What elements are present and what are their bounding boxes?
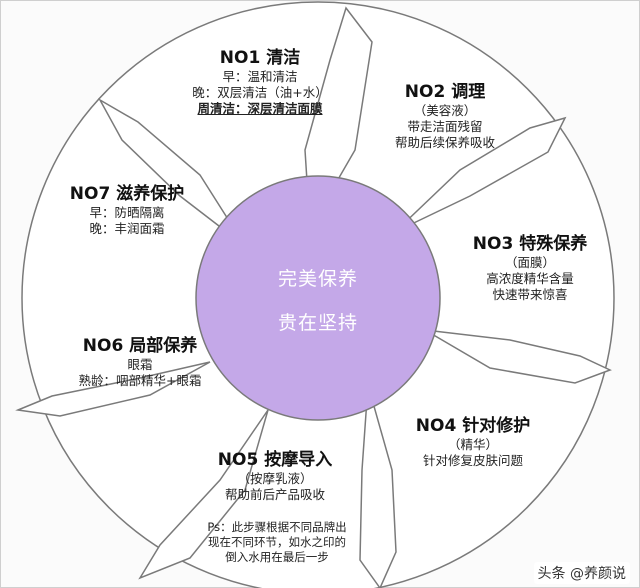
note-line-3: 倒入水用在最后一步 xyxy=(225,549,329,564)
step-1-line-1: 早：温和清洁 xyxy=(222,69,298,85)
step-5-title: NO5 按摩导入 xyxy=(217,450,333,470)
step-3-block: NO3 特殊保养 （面膜） 高浓度精华含量 快速带来惊喜 xyxy=(450,234,610,302)
step-4-title: NO4 针对修护 xyxy=(415,416,531,436)
step-6-line-2: 熟龄：咽部精华+眼霜 xyxy=(78,372,202,388)
step-7-line-1: 早：防晒隔离 xyxy=(89,205,165,221)
step-note: Ps：此步骤根据不同品牌出 现在不同环节，如水之印的 倒入水用在最后一步 xyxy=(192,520,362,565)
center-line-2: 贵在坚持 xyxy=(277,312,358,334)
step-4-line-2: 针对修复皮肤问题 xyxy=(422,452,523,468)
step-5-block: NO5 按摩导入 （按摩乳液） 帮助前后产品吸收 xyxy=(200,450,350,503)
step-5-line-2: 帮助前后产品吸收 xyxy=(224,486,325,502)
step-6-title: NO6 局部保养 xyxy=(82,336,198,356)
step-4-line-1: （精华） xyxy=(447,437,498,453)
step-2-title: NO2 调理 xyxy=(404,82,486,102)
step-6-block: NO6 局部保养 眼霜 熟龄：咽部精华+眼霜 xyxy=(60,336,220,389)
center-circle xyxy=(195,175,441,421)
watermark: 头条 @养颜说 xyxy=(533,562,630,584)
step-1-title: NO1 清洁 xyxy=(219,48,301,68)
step-3-line-3: 快速带来惊喜 xyxy=(492,286,568,302)
step-1-block: NO1 清洁 早：温和清洁 晚：双层清洁（油+水） 周清洁：深层清洁面膜 xyxy=(150,48,370,116)
step-5-line-1: （按摩乳液） xyxy=(237,471,313,487)
step-7-line-2: 晚：丰润面霜 xyxy=(89,220,165,236)
step-4-block: NO4 针对修护 （精华） 针对修复皮肤问题 xyxy=(398,416,548,469)
step-7-title: NO7 滋养保护 xyxy=(69,184,185,204)
divider-6-7 xyxy=(15,361,211,417)
step-2-line-2: 带走洁面残留 xyxy=(407,118,483,134)
step-3-line-1: （面膜） xyxy=(504,255,555,271)
step-2-line-1: （美容液） xyxy=(413,103,477,119)
step-2-line-3: 帮助后续保养吸收 xyxy=(394,134,495,150)
step-7-block: NO7 滋养保护 早：防晒隔离 晚：丰润面霜 xyxy=(52,184,202,237)
step-3-line-2: 高浓度精华含量 xyxy=(486,270,574,286)
step-1-line-2: 晚：双层清洁（油+水） xyxy=(192,84,328,100)
step-6-line-1: 眼霜 xyxy=(127,357,153,373)
step-2-block: NO2 调理 （美容液） 带走洁面残留 帮助后续保养吸收 xyxy=(370,82,520,150)
center-line-1: 完美保养 xyxy=(277,268,358,290)
step-1-line-3: 周清洁：深层清洁面膜 xyxy=(197,100,323,116)
step-3-title: NO3 特殊保养 xyxy=(472,234,588,254)
note-line-1: Ps：此步骤根据不同品牌出 xyxy=(207,520,347,534)
note-line-2: 现在不同环节，如水之印的 xyxy=(208,534,346,549)
